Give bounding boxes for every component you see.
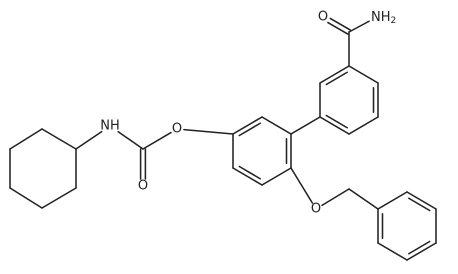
- bond-Ca-N1: [348, 20, 370, 33]
- bond-Ca-O1-line-a: [329, 17, 351, 31]
- amide-nh-text: NH: [371, 10, 391, 25]
- atom-carbamate-nitrogen: NH: [100, 119, 120, 134]
- bond-O3-Cc: [142, 131, 172, 150]
- bond-M5-M6-second-line: [238, 122, 261, 137]
- bond-U6-U1-second-line: [325, 71, 348, 86]
- bond-M3-M4: [232, 167, 263, 186]
- atom-label-layer: O NH2 NH O O O: [100, 10, 396, 217]
- bond-CH2-B1: [348, 188, 379, 210]
- bond-O4-CH2: [321, 188, 350, 207]
- atom-ester-oxygen: O: [172, 122, 182, 137]
- atom-ether-oxygen: O: [311, 202, 321, 217]
- bond-M6-M1: [261, 116, 292, 135]
- bond-Y5-Y6: [41, 187, 77, 209]
- bond-M5-M6: [232, 116, 263, 135]
- bond-Y4-Y5: [9, 187, 43, 209]
- bond-Y1-Y2: [41, 128, 77, 150]
- bond-Ca-O1-line-b: [327, 21, 349, 35]
- bond-B2-B3: [406, 191, 437, 210]
- bond-U1-U2: [348, 65, 379, 84]
- bond-M3-M4-second-line: [238, 165, 261, 180]
- bond-U6-U1: [319, 65, 350, 84]
- bond-layer: [9, 17, 437, 261]
- bond-B5-B6: [377, 242, 408, 261]
- bond-Cc-N2: [117, 130, 144, 150]
- bond-U4-U5-second-line: [325, 114, 348, 129]
- bond-N2-Y1: [75, 130, 103, 150]
- bond-B2-B3-second-line: [408, 197, 431, 212]
- bond-B4-B5: [406, 242, 437, 261]
- bond-U3-U4: [348, 116, 379, 135]
- bond-M5-O3: [183, 128, 234, 135]
- bond-Y2-Y3: [9, 128, 43, 150]
- bond-M2-O4: [290, 167, 314, 204]
- bond-M2-M3: [261, 167, 292, 186]
- amide-h-subscript: 2: [391, 16, 397, 26]
- bond-B1-B2: [377, 191, 408, 210]
- bond-U5-M1: [290, 116, 321, 135]
- atom-carbonyl-oxygen: O: [318, 10, 328, 25]
- bond-U4-U5: [319, 116, 350, 135]
- atom-amide-nitrogen: NH2: [371, 10, 396, 27]
- atom-carbamate-carbonyl-oxygen: O: [138, 179, 148, 194]
- bond-B4-B5-second-line: [408, 240, 431, 255]
